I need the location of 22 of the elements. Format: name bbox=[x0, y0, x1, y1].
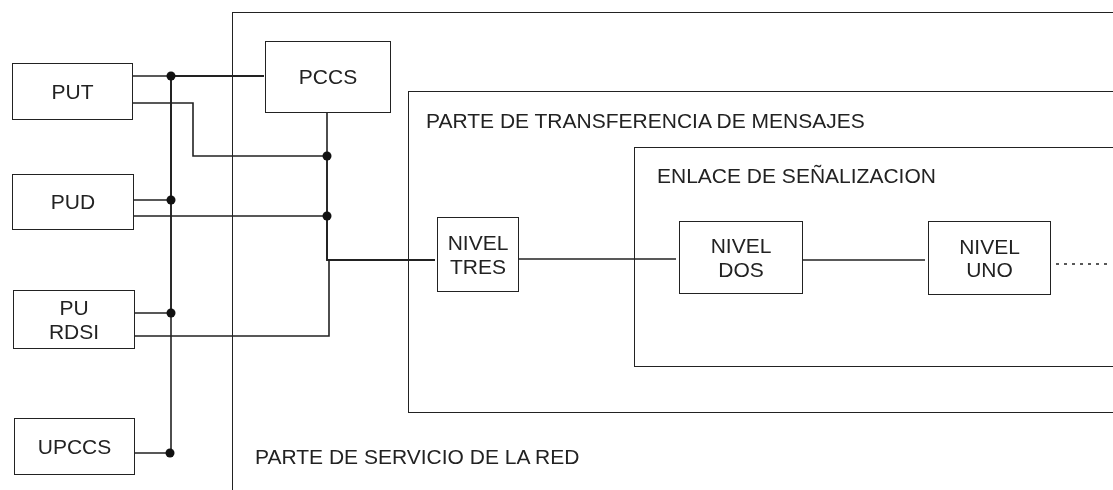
box-label: NIVEL TRES bbox=[446, 231, 510, 278]
box-label: UPCCS bbox=[37, 434, 112, 459]
box-label: PU RDSI bbox=[47, 296, 101, 343]
box-label: PCCS bbox=[298, 65, 358, 89]
box-label: NIVEL DOS bbox=[709, 234, 773, 281]
group-label: PARTE DE SERVICIO DE LA RED bbox=[255, 445, 580, 469]
box-label: PUT bbox=[51, 79, 94, 104]
process-box bbox=[437, 217, 519, 292]
group-frame bbox=[408, 91, 1113, 413]
group-label: PARTE DE TRANSFERENCIA DE MENSAJES bbox=[426, 109, 865, 133]
process-box bbox=[928, 221, 1051, 295]
process-box bbox=[265, 41, 391, 113]
process-box bbox=[679, 221, 803, 294]
group-frame bbox=[634, 147, 1113, 367]
box-label: PUD bbox=[50, 190, 96, 214]
box-label: NIVEL UNO bbox=[958, 234, 1021, 282]
process-box bbox=[12, 63, 133, 120]
process-box bbox=[14, 418, 135, 475]
process-box bbox=[12, 174, 134, 230]
process-box bbox=[13, 290, 135, 349]
group-frame bbox=[232, 12, 1113, 490]
group-label: ENLACE DE SEÑALIZACION bbox=[657, 164, 936, 188]
